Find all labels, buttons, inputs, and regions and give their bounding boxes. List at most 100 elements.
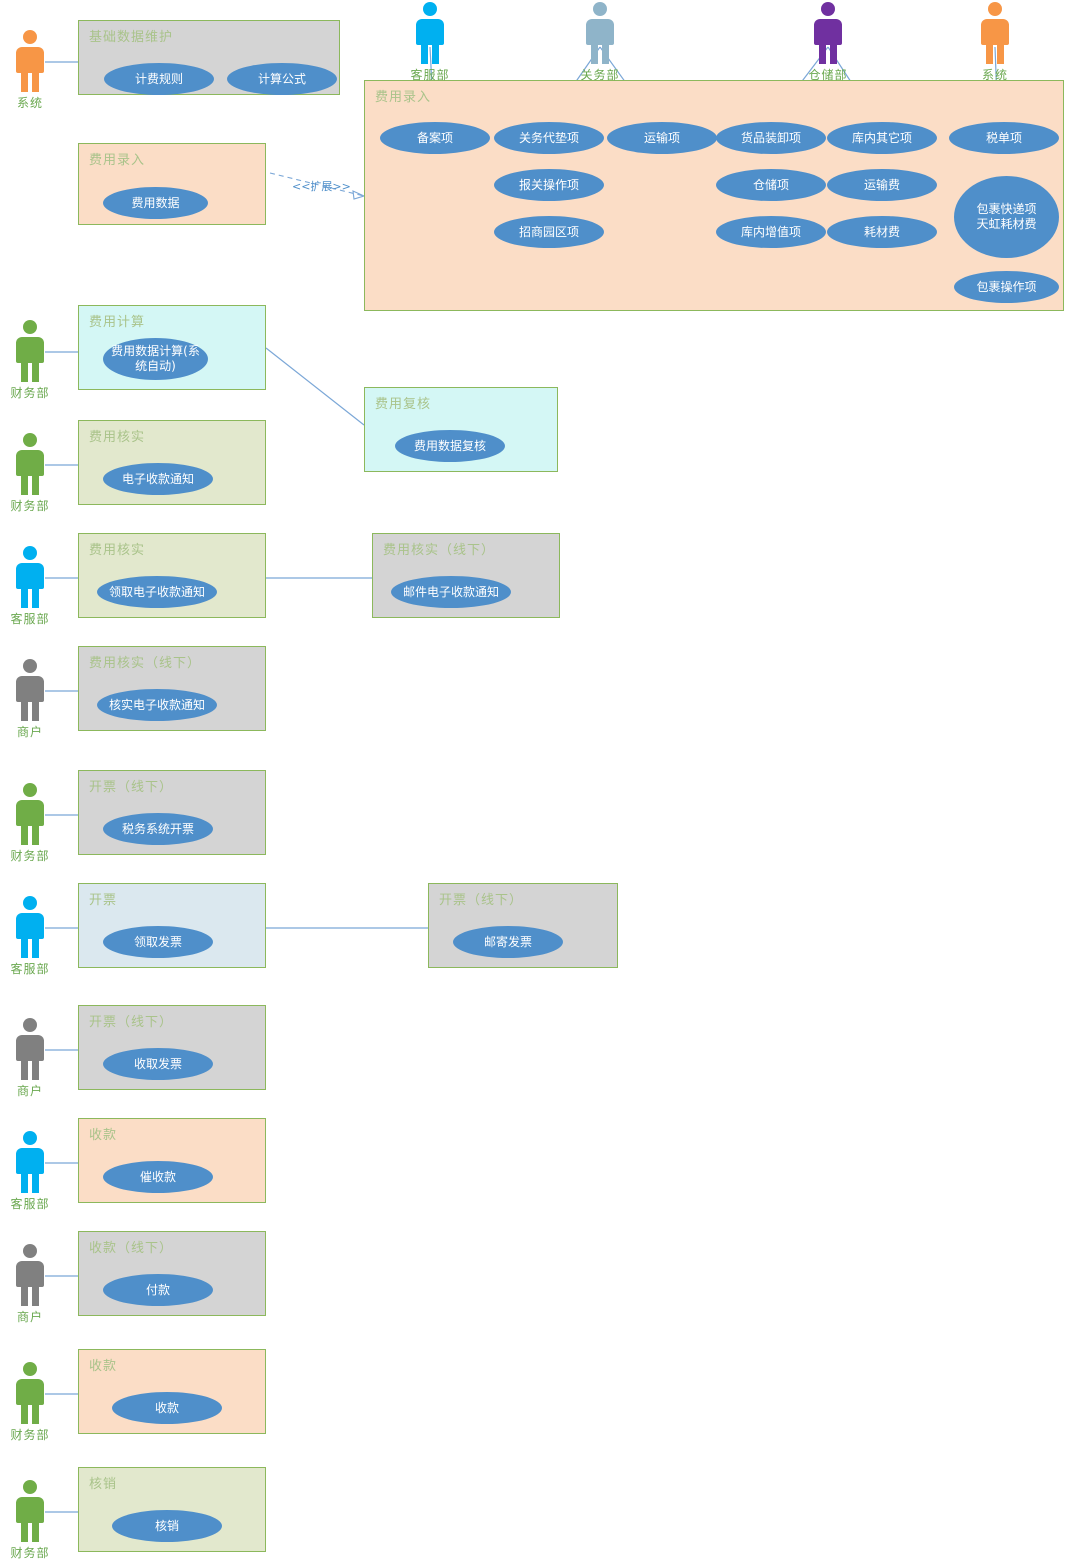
actor-a-shanghu-verify[interactable]: 商户 <box>10 659 50 739</box>
actor-legl-shape <box>21 473 28 495</box>
use-case-ellipse[interactable]: 耗材费 <box>827 216 937 248</box>
actor-legl-shape <box>21 1058 28 1080</box>
use-case-ellipse[interactable]: 备案项 <box>380 122 490 154</box>
actor-label: 财务部 <box>10 386 50 400</box>
actor-label: 财务部 <box>10 1428 50 1442</box>
use-case-ellipse[interactable]: 库内其它项 <box>827 122 937 154</box>
use-case-ellipse[interactable]: 催收款 <box>103 1161 213 1193</box>
boundary-b-collect-1: 收款催收款 <box>78 1118 266 1203</box>
actor-head-shape <box>23 1018 37 1032</box>
actor-legr-shape <box>32 1402 39 1424</box>
actor-person-icon <box>10 546 50 608</box>
use-case-ellipse[interactable]: 报关操作项 <box>494 169 604 201</box>
boundary-b-invoice-offline-2: 开票（线下）邮寄发票 <box>428 883 618 968</box>
use-case-ellipse[interactable]: 计算公式 <box>227 63 337 95</box>
use-case-ellipse[interactable]: 运输费 <box>827 169 937 201</box>
use-case-ellipse[interactable]: 费用数据计算(系统自动) <box>103 338 208 380</box>
actor-person-icon <box>10 433 50 495</box>
use-case-ellipse[interactable]: 电子收款通知 <box>103 463 213 495</box>
use-case-ellipse[interactable]: 领取电子收款通知 <box>97 576 217 608</box>
actor-legl-shape <box>21 360 28 382</box>
use-case-ellipse[interactable]: 税务系统开票 <box>103 813 213 845</box>
use-case-ellipse[interactable]: 仓储项 <box>716 169 826 201</box>
actor-legr-shape <box>32 936 39 958</box>
actor-legr-shape <box>32 1284 39 1306</box>
use-case-ellipse[interactable]: 核实电子收款通知 <box>97 689 217 721</box>
actor-legr-shape <box>432 42 439 64</box>
actor-a-kefu-verify[interactable]: 客服部 <box>10 546 50 626</box>
use-case-ellipse[interactable]: 邮寄发票 <box>453 926 563 958</box>
link-feeCalc-feeReview <box>265 347 365 426</box>
actor-head-shape <box>23 896 37 910</box>
actor-person-icon <box>10 1480 50 1542</box>
actor-head-shape <box>23 30 37 44</box>
use-case-ellipse[interactable]: 收款 <box>112 1392 222 1424</box>
actor-label: 客服部 <box>410 68 450 82</box>
actor-a-cangchu-top[interactable]: 仓储部 <box>808 2 848 82</box>
actor-a-caiwu-calc[interactable]: 财务部 <box>10 320 50 400</box>
actor-legl-shape <box>21 1520 28 1542</box>
boundary-title: 开票（线下） <box>89 1015 174 1030</box>
actor-legr-shape <box>32 699 39 721</box>
actor-a-caiwu-invoice[interactable]: 财务部 <box>10 783 50 863</box>
boundary-title: 费用核实 <box>89 430 146 445</box>
actor-person-icon <box>10 783 50 845</box>
actor-legr-shape <box>830 42 837 64</box>
actor-person-icon <box>10 30 50 92</box>
use-case-ellipse[interactable]: 税单项 <box>949 122 1059 154</box>
actor-a-shanghu-invoice[interactable]: 商户 <box>10 1018 50 1098</box>
actor-label: 财务部 <box>10 499 50 513</box>
actor-a-kefu-collect[interactable]: 客服部 <box>10 1131 50 1211</box>
actor-a-caiwu-collect[interactable]: 财务部 <box>10 1362 50 1442</box>
use-case-ellipse[interactable]: 计费规则 <box>104 63 214 95</box>
actor-body-shape <box>16 1148 44 1174</box>
actor-label: 商户 <box>16 1310 43 1324</box>
boundary-b-invoice-offline-3: 开票（线下） 收取发票 <box>78 1005 266 1090</box>
actor-legl-shape <box>21 586 28 608</box>
use-case-ellipse[interactable]: 领取发票 <box>103 926 213 958</box>
actor-a-caiwu-writeoff[interactable]: 财务部 <box>10 1480 50 1560</box>
actor-legr-shape <box>602 42 609 64</box>
actor-a-kefu-top[interactable]: 客服部 <box>410 2 450 82</box>
use-case-ellipse[interactable]: 费用数据复核 <box>395 430 505 462</box>
actor-body-shape <box>16 1497 44 1523</box>
actor-a-guanwu-top[interactable]: 关务部 <box>580 2 620 82</box>
actor-label: 财务部 <box>10 1546 50 1560</box>
boundary-title: 费用核实（线下） <box>383 543 496 558</box>
actor-a-shanghu-pay[interactable]: 商户 <box>10 1244 50 1324</box>
use-case-ellipse[interactable]: 运输项 <box>607 122 717 154</box>
boundary-b-fee-calc: 费用计算费用数据计算(系统自动) <box>78 305 266 390</box>
use-case-ellipse[interactable]: 核销 <box>112 1510 222 1542</box>
actor-legl-shape <box>986 42 993 64</box>
actor-a-caiwu-verify[interactable]: 财务部 <box>10 433 50 513</box>
use-case-ellipse[interactable]: 费用数据 <box>103 187 208 219</box>
actor-legl-shape <box>21 1402 28 1424</box>
actor-body-shape <box>586 19 614 45</box>
boundary-title: 费用录入 <box>89 153 146 168</box>
actor-body-shape <box>814 19 842 45</box>
use-case-ellipse[interactable]: 包裹操作项 <box>954 271 1059 303</box>
actor-legl-shape <box>21 1284 28 1306</box>
use-case-ellipse[interactable]: 招商园区项 <box>494 216 604 248</box>
actor-legl-shape <box>21 936 28 958</box>
use-case-ellipse[interactable]: 关务代垫项 <box>494 122 604 154</box>
actor-label: 客服部 <box>10 962 50 976</box>
actor-head-shape <box>23 1131 37 1145</box>
actor-person-icon <box>10 1131 50 1193</box>
use-case-ellipse[interactable]: 货品装卸项 <box>716 122 826 154</box>
actor-body-shape <box>981 19 1009 45</box>
actor-person-icon <box>10 1362 50 1424</box>
actor-a-system-top[interactable]: 系统 <box>10 30 50 110</box>
actor-label: 客服部 <box>10 612 50 626</box>
actor-body-shape <box>16 450 44 476</box>
actor-a-system-top2[interactable]: 系统 <box>975 2 1015 82</box>
actor-head-shape <box>23 433 37 447</box>
use-case-ellipse[interactable]: 包裹快递项天虹耗材费 <box>954 176 1059 258</box>
actor-body-shape <box>16 337 44 363</box>
use-case-ellipse[interactable]: 邮件电子收款通知 <box>391 576 511 608</box>
use-case-ellipse[interactable]: 收取发票 <box>103 1048 213 1080</box>
use-case-ellipse[interactable]: 库内增值项 <box>716 216 826 248</box>
use-case-ellipse[interactable]: 付款 <box>103 1274 213 1306</box>
actor-a-kefu-invoice[interactable]: 客服部 <box>10 896 50 976</box>
actor-head-shape <box>23 1480 37 1494</box>
